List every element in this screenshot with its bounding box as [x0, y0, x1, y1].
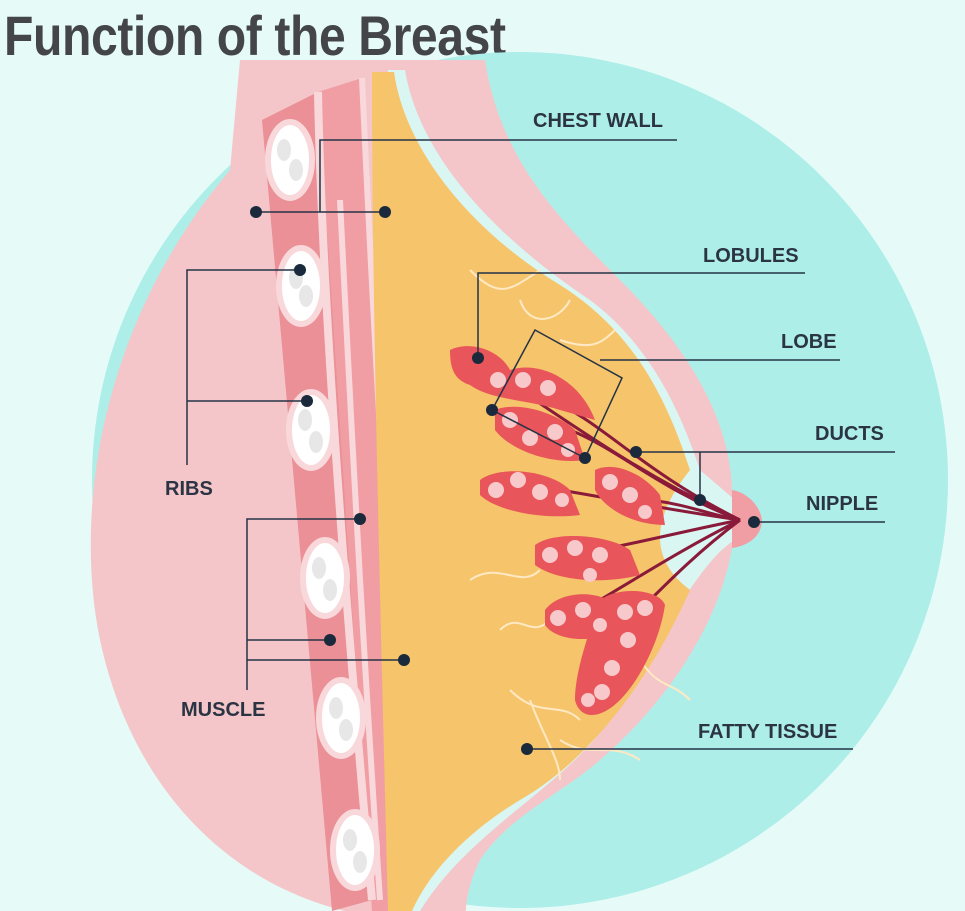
leader-lines [186, 139, 895, 750]
rib-oval [330, 809, 380, 891]
rib-oval [286, 389, 336, 471]
muscle-inner-line [337, 199, 383, 901]
nipple-shape [732, 490, 762, 548]
muscle-leader [246, 518, 360, 690]
lobules-leader [477, 272, 805, 358]
leader-dots [250, 206, 760, 755]
lobule-sacs [488, 372, 653, 707]
page-title: Function of the Breast [4, 4, 506, 67]
lobe-shape [535, 535, 640, 581]
ribs-leader [186, 269, 300, 465]
label-nipple: NIPPLE [806, 493, 878, 515]
chest-wall-leader [319, 139, 677, 212]
rib-oval [265, 119, 315, 201]
rib-bones [265, 119, 380, 891]
rib-oval [316, 677, 366, 759]
label-chest-wall: CHEST WALL [533, 110, 663, 132]
rib-oval [300, 537, 350, 619]
rib-oval [276, 245, 326, 327]
label-ribs: RIBS [165, 478, 213, 500]
label-ducts: DUCTS [815, 423, 884, 445]
label-muscle: MUSCLE [181, 699, 265, 721]
label-lobules: LOBULES [703, 245, 799, 267]
lobe-shape [480, 471, 580, 517]
muscle-separator [314, 91, 376, 901]
label-lobe: LOBE [781, 331, 837, 353]
label-fatty-tissue: FATTY TISSUE [698, 721, 837, 743]
